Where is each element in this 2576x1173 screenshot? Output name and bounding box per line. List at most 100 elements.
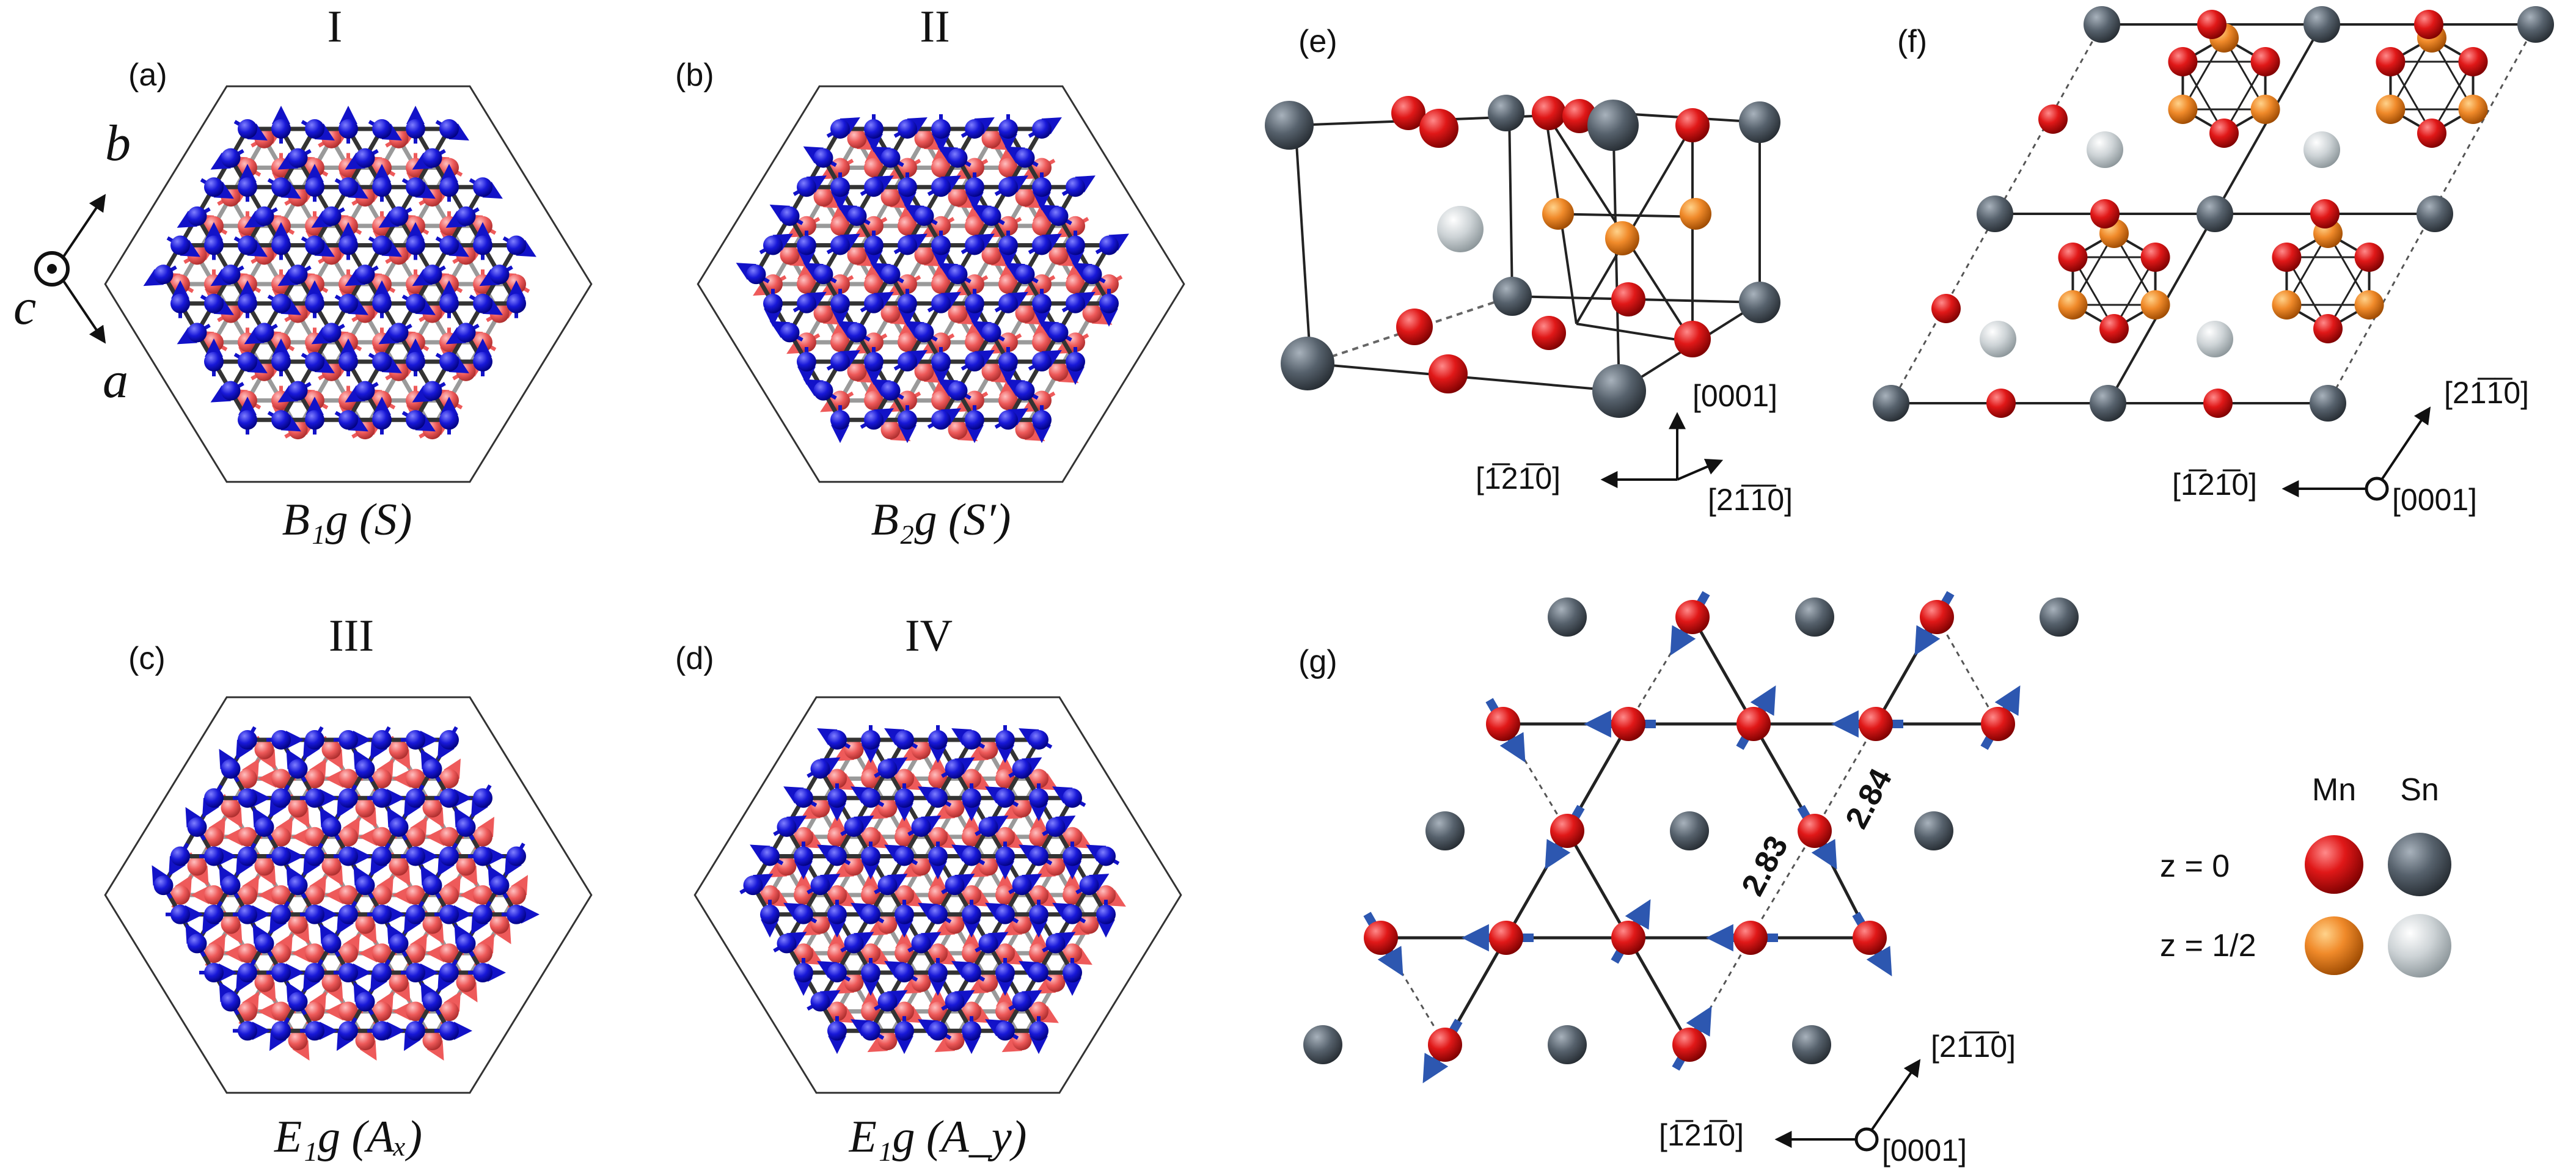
mn-site [847,323,867,343]
bond [1749,830,1816,938]
mn-site [238,352,257,372]
mn-site [372,769,392,789]
mn-site [406,730,425,750]
mn-site [1032,235,1052,255]
triangle [2181,60,2267,135]
triangle [2285,232,2371,306]
mn-site [355,420,375,440]
distance-label-2: 2.84 [1839,763,1899,835]
mn-site [238,846,257,866]
mn-site [238,943,257,963]
mn-site [305,846,324,866]
mn-site [1048,323,1069,343]
mn-site [439,963,459,983]
mn-site [439,769,459,789]
mn-site [1045,856,1066,876]
mn-site [895,963,914,983]
mn-site [1066,177,1085,197]
mn-site [928,730,948,750]
mn-site [743,875,763,896]
mn-site [321,128,342,148]
sn-atom [1592,364,1646,418]
mn-site [372,730,392,750]
mn-site [948,148,968,168]
mn-site [321,972,342,992]
mn-site [861,846,880,866]
c-axis-dot [47,264,57,274]
mn-site [895,730,914,750]
mn-atom [1611,282,1645,316]
mn-site [288,914,308,934]
mn-site [507,885,526,905]
panel-f: (f) [0001] [1̅21̅0] [21̅1̅0] [1873,6,2554,517]
mn-atom [1853,921,1887,955]
mn-site [389,323,409,343]
mn-site [948,187,968,207]
mn-site [321,856,342,876]
mn-site [995,1021,1015,1041]
mn-site [439,293,459,313]
mn-site [1063,788,1082,808]
mn-site [911,934,931,954]
mn-site [830,177,850,197]
mn-site [998,119,1018,139]
mn-site [931,352,951,372]
mn-atom [1391,96,1425,130]
sn-atom [1488,95,1524,131]
bond [1502,723,1568,831]
mn-site [406,1001,425,1021]
mn-site [238,788,257,808]
mn-site [827,788,847,808]
mn-site [221,148,241,168]
mn-site [406,885,425,905]
mn-site [898,293,917,313]
mn-site [981,206,1001,226]
legend: Mn Sn z = 0 z = 1/2 [2160,772,2451,978]
mn-site [406,943,425,963]
mn-site [338,293,358,313]
mn-site [439,943,459,963]
mn-site [372,827,392,847]
mn-site [389,856,409,876]
mn-atom [1675,600,1710,634]
mn-site [1063,846,1082,866]
mn-site [880,420,901,440]
mn-atom [1550,814,1584,848]
legend-sn-z0-swatch [2388,833,2451,896]
mn-site [794,788,813,808]
mn-site [473,788,492,808]
mn-site [962,1021,981,1041]
mn-site [1012,798,1032,818]
mn-site [797,177,816,197]
mn-atom [2203,389,2233,418]
mn-site [321,323,342,343]
mn-site [864,119,884,139]
mn-site [864,410,884,430]
mn-site [861,788,880,808]
mn-site [288,992,308,1012]
mn-site [238,827,257,847]
mn-site [945,914,965,934]
mn-site [406,788,425,808]
mn-site [372,352,392,372]
mn-site [931,235,951,255]
mn-site [456,361,476,381]
mn-site [810,992,830,1012]
mn-site [204,177,224,197]
mn-site [372,119,392,139]
triangle [2388,60,2475,135]
mn-site [338,788,358,808]
sn-atom [2090,385,2126,422]
mn-site [928,1021,948,1041]
mn-site [827,904,847,924]
sn-atom [1873,385,1909,422]
mn-atom [1532,316,1566,350]
mn-site [898,352,917,372]
mn-atom [2038,104,2068,134]
sn-atom [1303,1025,1342,1064]
mn-site [321,817,342,837]
mn-site [810,914,830,934]
mn-site [204,846,224,866]
mn-site [170,293,190,313]
mn-site [794,963,813,983]
